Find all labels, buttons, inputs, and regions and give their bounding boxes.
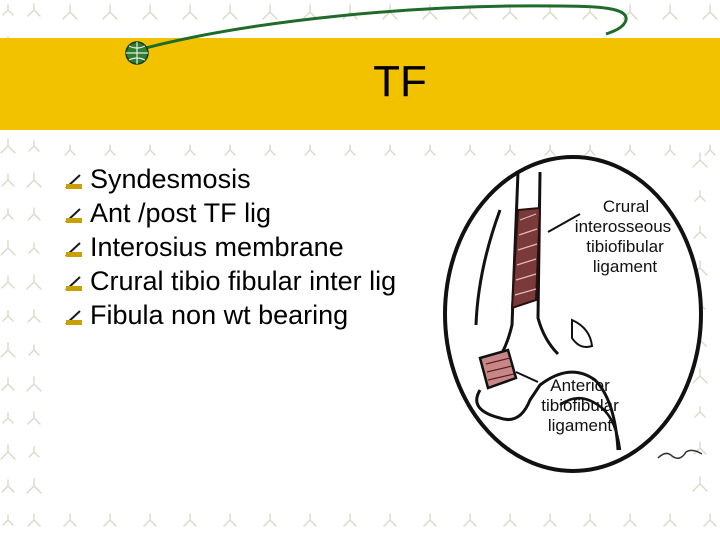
artist-signature	[657, 449, 703, 459]
label-anterior-3: ligament	[548, 416, 613, 435]
label-crural-2: interosseous	[575, 217, 671, 236]
crural-ligament	[510, 206, 542, 310]
globe-icon	[125, 41, 149, 65]
pen-nib-icon	[65, 208, 82, 223]
title-bar	[0, 38, 720, 130]
bullet-list: Syndesmosis Ant /post TF lig Interosius …	[64, 164, 424, 334]
tibiofibular-illustration: Crural interosseous tibiofibular ligamen…	[443, 155, 703, 473]
list-item: Ant /post TF lig	[64, 198, 424, 229]
label-anterior-2: tibiofibular	[541, 396, 619, 415]
pen-nib-icon	[65, 276, 82, 291]
pen-nib-icon	[65, 242, 82, 257]
bullet-text: Ant /post TF lig	[90, 198, 272, 228]
label-crural-3: tibiofibular	[586, 237, 664, 256]
list-item: Interosius membrane	[64, 232, 424, 263]
label-crural-4: ligament	[593, 257, 658, 276]
decorative-curve	[137, 4, 628, 52]
bullet-text: Interosius membrane	[90, 232, 344, 262]
bullet-text: Fibula non wt bearing	[90, 300, 349, 330]
slide-title: TF	[373, 57, 427, 106]
bullet-text: Syndesmosis	[90, 164, 251, 194]
label-crural-1: Crural	[603, 197, 649, 216]
list-item: Crural tibio fibular inter lig	[64, 266, 424, 297]
list-item: Fibula non wt bearing	[64, 300, 424, 331]
label-anterior-1: Anterior	[550, 376, 610, 395]
pen-nib-icon	[65, 310, 82, 325]
tibia-outline	[475, 370, 620, 451]
figure-oval	[443, 155, 703, 473]
bullet-text: Crural tibio fibular inter lig	[90, 266, 397, 296]
list-item: Syndesmosis	[64, 164, 424, 195]
pen-nib-icon	[65, 174, 82, 189]
